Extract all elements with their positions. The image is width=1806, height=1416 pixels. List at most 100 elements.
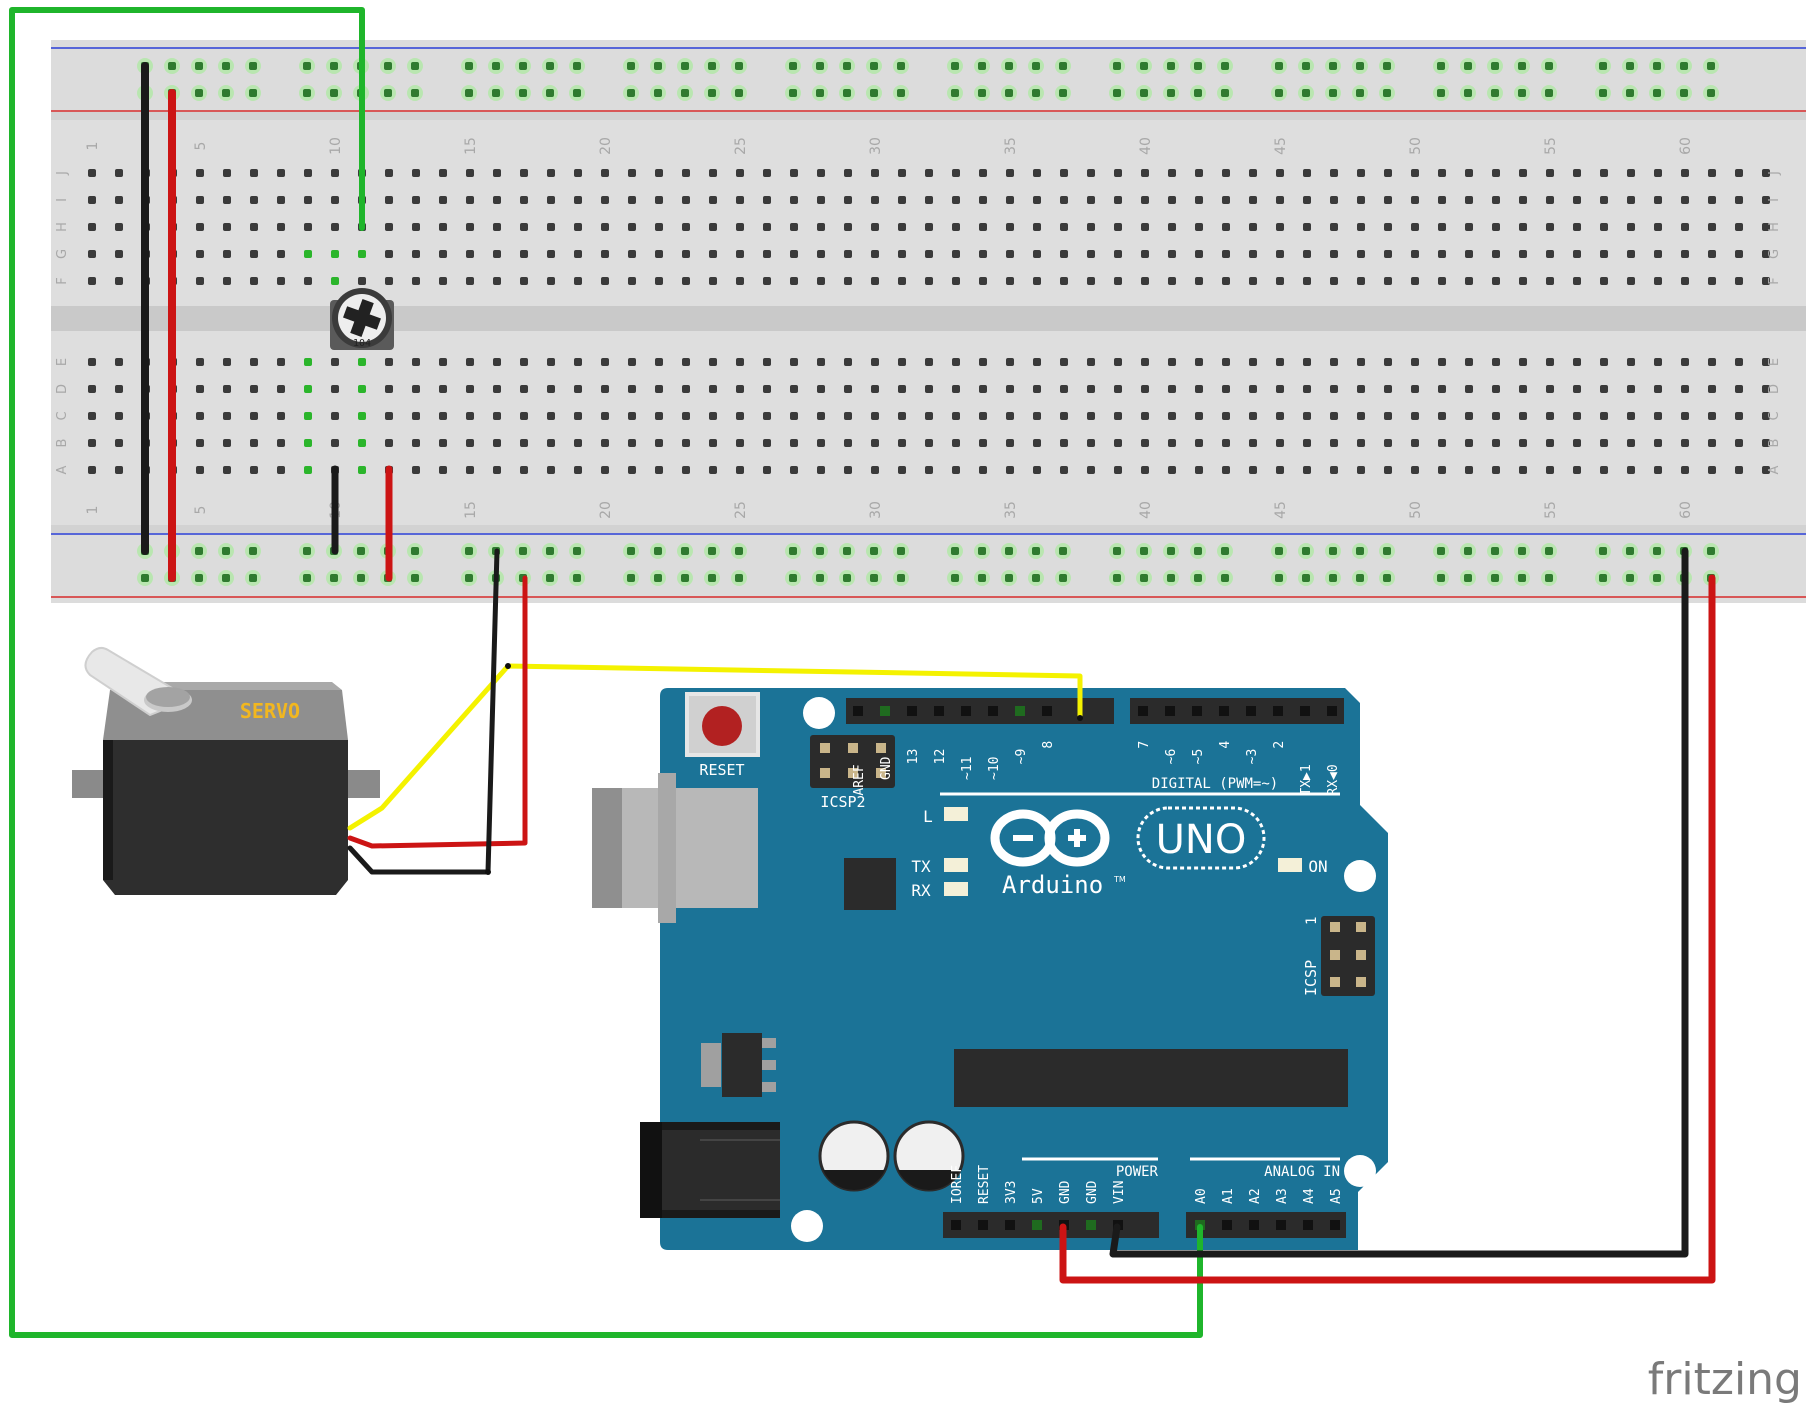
breadboard-hole [223, 277, 231, 285]
pin-label: 7 [1137, 741, 1152, 749]
breadboard-hole [736, 385, 744, 393]
header-pin [907, 706, 917, 716]
breadboard-hole [1762, 223, 1770, 231]
breadboard-hole [115, 439, 123, 447]
breadboard-hole [1357, 466, 1365, 474]
breadboard-hole [844, 412, 852, 420]
rail-hole [330, 89, 338, 97]
breadboard-hole [466, 223, 474, 231]
breadboard-hole [763, 223, 771, 231]
breadboard-hole [898, 358, 906, 366]
row-letter: C [1767, 411, 1782, 420]
rail-hole [1032, 62, 1040, 70]
breadboard-hole [817, 169, 825, 177]
pin-label: 5V [1031, 1188, 1046, 1204]
pin-label: TX▶1 [1299, 764, 1314, 795]
breadboard-hole [1276, 196, 1284, 204]
breadboard-hole [574, 385, 582, 393]
breadboard-hole [1438, 277, 1446, 285]
fritzing-logo: fritzing [1648, 1354, 1802, 1405]
breadboard-hole [304, 277, 312, 285]
breadboard-hole [1681, 412, 1689, 420]
breadboard-hole [520, 250, 528, 258]
breadboard-hole [1573, 385, 1581, 393]
breadboard-hole [196, 358, 204, 366]
breadboard-hole [682, 250, 690, 258]
breadboard-hole [439, 358, 447, 366]
rail-hole [330, 62, 338, 70]
breadboard-hole [790, 196, 798, 204]
pin-label: GND [1058, 1180, 1073, 1204]
breadboard-hole [493, 169, 501, 177]
row-letter: B [1767, 439, 1782, 448]
rail-hole [951, 547, 959, 555]
rail-hole [1167, 574, 1175, 582]
rail-hole [816, 62, 824, 70]
wire-green-signal [9, 7, 1203, 1338]
rail-hole [1032, 574, 1040, 582]
mounting-hole [1344, 860, 1376, 892]
rail-hole [1329, 547, 1337, 555]
breadboard-hole [520, 169, 528, 177]
breadboard-hole [1708, 358, 1716, 366]
breadboard-hole [1168, 223, 1176, 231]
breadboard-hole [1006, 358, 1014, 366]
breadboard-hole [898, 250, 906, 258]
breadboard-hole [1654, 250, 1662, 258]
breadboard-hole [1276, 277, 1284, 285]
column-number: 50 [1408, 501, 1424, 519]
breadboard-hole [1654, 277, 1662, 285]
breadboard-hole [1087, 439, 1095, 447]
column-number: 10 [328, 137, 344, 155]
breadboard-hole [1303, 196, 1311, 204]
breadboard-hole [1249, 466, 1257, 474]
breadboard-hole [385, 250, 393, 258]
reset-button[interactable] [685, 692, 760, 757]
breadboard-hole [196, 439, 204, 447]
breadboard-hole [1681, 466, 1689, 474]
rail-hole [1545, 89, 1553, 97]
rail-hole [546, 89, 554, 97]
breadboard-hole [628, 358, 636, 366]
breadboard-hole [979, 250, 987, 258]
breadboard-hole [277, 358, 285, 366]
breadboard-hole [898, 385, 906, 393]
breadboard-hole [1519, 466, 1527, 474]
pin-label: ~11 [960, 756, 975, 779]
breadboard-hole [1384, 223, 1392, 231]
rail-hole [1626, 574, 1634, 582]
breadboard-hole [1141, 277, 1149, 285]
breadboard-hole [736, 196, 744, 204]
breadboard-hole [250, 277, 258, 285]
breadboard-hole [466, 358, 474, 366]
breadboard-hole [871, 439, 879, 447]
breadboard-hole [1330, 223, 1338, 231]
column-number: 60 [1678, 501, 1694, 519]
rail-hole [303, 574, 311, 582]
power-jack [640, 1122, 780, 1218]
breadboard-hole [682, 385, 690, 393]
breadboard-hole [358, 412, 366, 420]
rail-hole [1005, 547, 1013, 555]
breadboard-hole [547, 223, 555, 231]
breadboard-hole [655, 196, 663, 204]
breadboard-hole [628, 439, 636, 447]
breadboard-hole [1762, 358, 1770, 366]
breadboard-hole [331, 439, 339, 447]
breadboard-hole [304, 439, 312, 447]
rail-hole [843, 62, 851, 70]
breadboard-hole [493, 358, 501, 366]
power-label: POWER [1116, 1164, 1159, 1180]
breadboard-hole [1546, 277, 1554, 285]
rail-hole [411, 62, 419, 70]
breadboard-hole [1492, 277, 1500, 285]
breadboard-hole [871, 223, 879, 231]
breadboard-hole [952, 169, 960, 177]
breadboard-hole [1681, 223, 1689, 231]
breadboard-hole [628, 277, 636, 285]
breadboard-hole [1438, 169, 1446, 177]
servo-horn [84, 646, 192, 717]
breadboard-hole [601, 196, 609, 204]
breadboard-hole [1762, 196, 1770, 204]
arduino-logo [990, 809, 1110, 867]
